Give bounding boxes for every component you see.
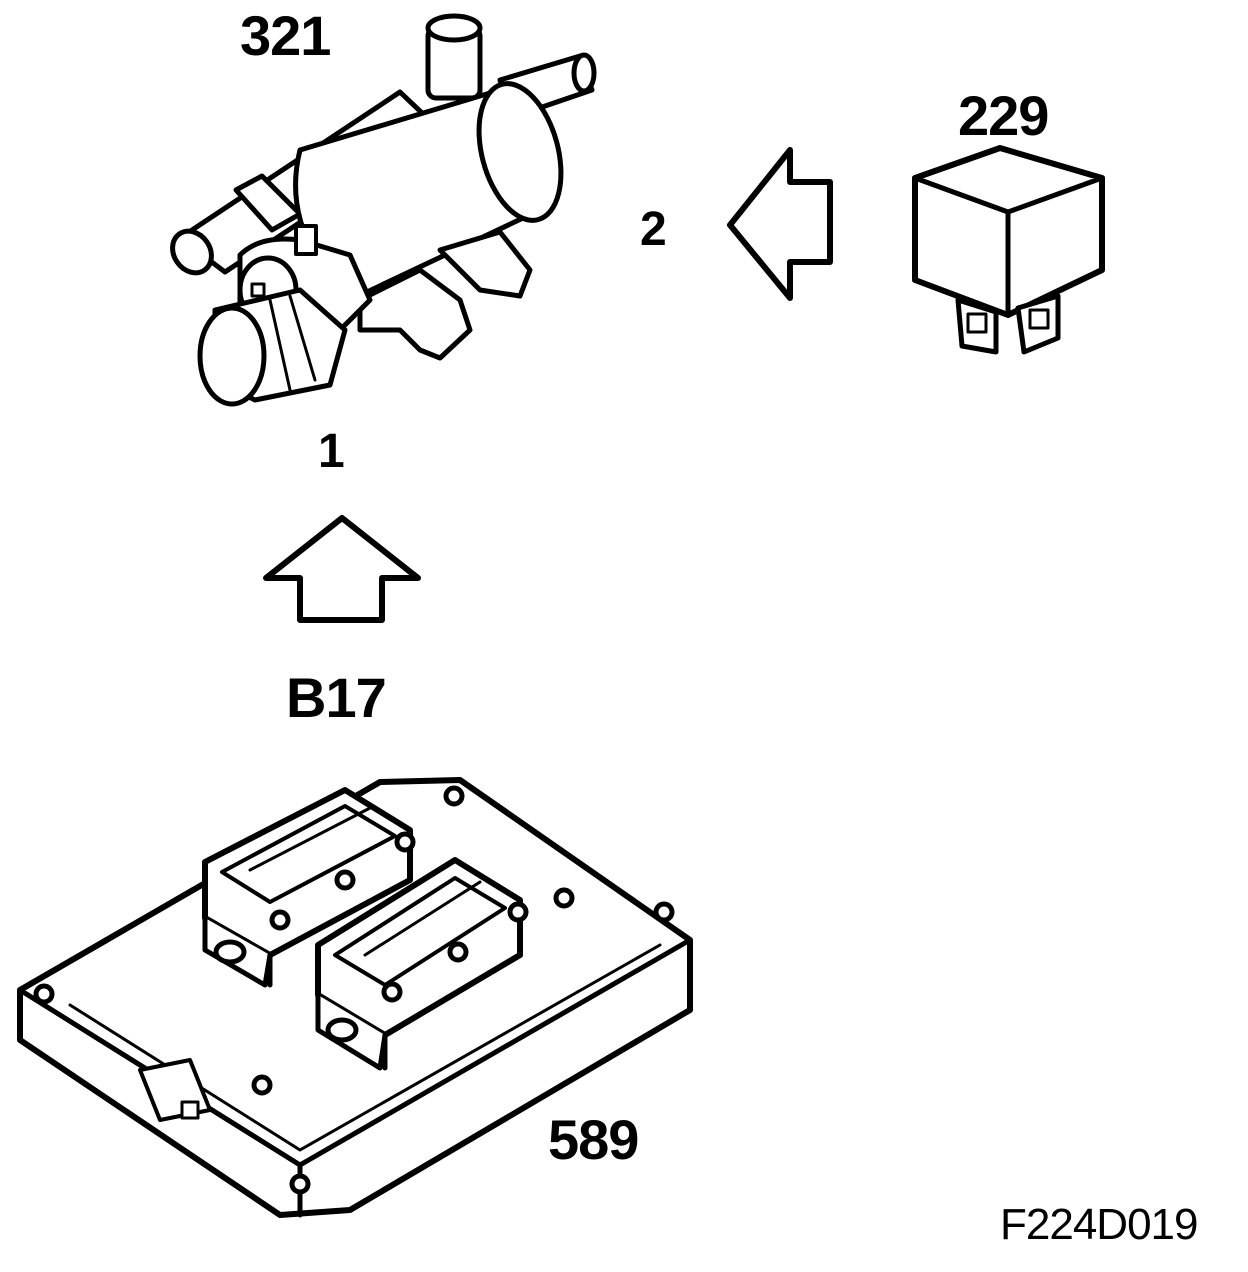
arrow-up-icon — [263, 515, 421, 623]
part-number-valve: 321 — [240, 4, 331, 67]
arrow-left-icon — [727, 147, 833, 301]
control-module-icon — [17, 777, 693, 1218]
figure-id: F224D019 — [1000, 1200, 1198, 1249]
connector-label: B17 — [286, 666, 387, 729]
relay-icon — [912, 145, 1105, 355]
step-number-1: 1 — [318, 425, 345, 478]
purge-valve-icon — [170, 13, 597, 407]
step-number-2: 2 — [640, 203, 667, 256]
part-number-ecu: 589 — [548, 1108, 639, 1171]
part-number-relay: 229 — [958, 84, 1049, 147]
